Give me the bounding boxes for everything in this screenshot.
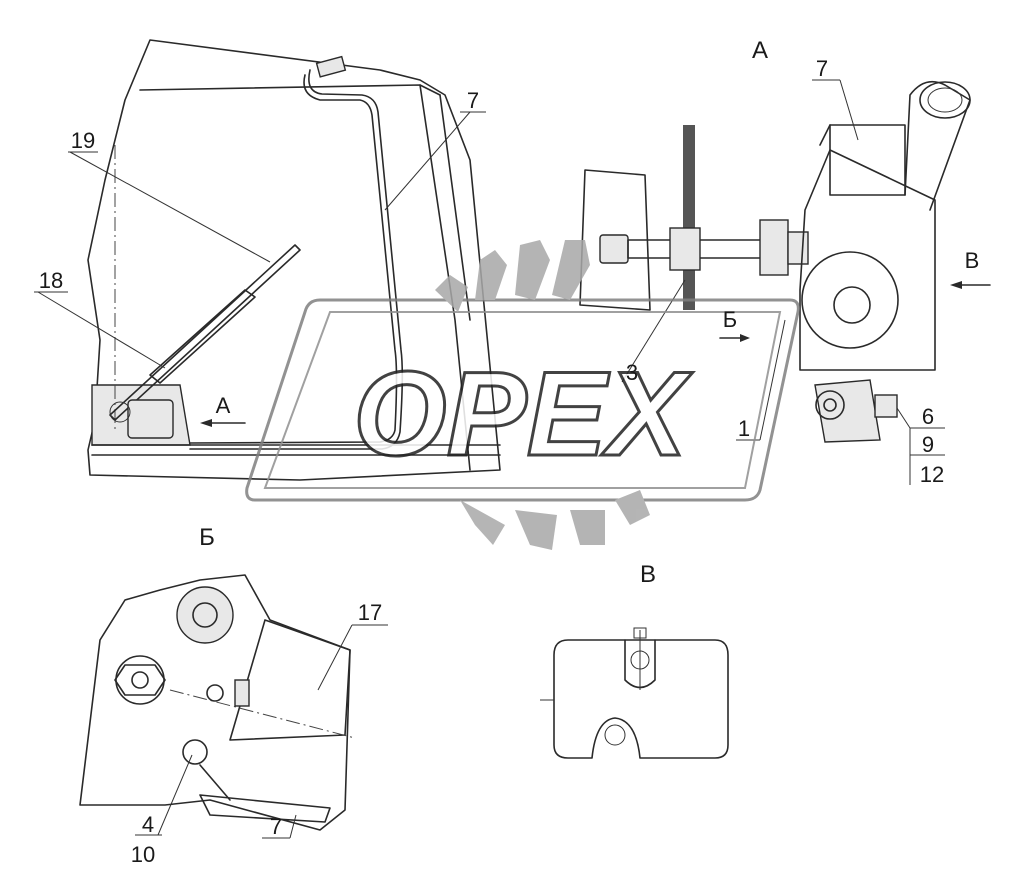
part-17-label: 17 (358, 600, 382, 625)
part-18-label: 18 (39, 268, 63, 293)
hatched-plate (683, 125, 695, 310)
view-v-title: В (640, 561, 656, 588)
view-b-title: Б (199, 524, 215, 551)
part-6-label: 6 (922, 404, 934, 429)
arrow-a-label: А (216, 393, 231, 418)
part-12-label: 12 (920, 462, 944, 487)
watermark-text: OPEX (353, 347, 693, 481)
arrow-b-label: Б (723, 307, 737, 332)
part-10-label: 10 (131, 842, 155, 867)
part-19-label: 19 (71, 128, 95, 153)
view-a-title: А (752, 37, 768, 64)
part-4-label: 4 (142, 812, 154, 837)
view-v-detail (540, 627, 729, 759)
part-1-label: 1 (738, 416, 750, 441)
part-9-label: 9 (922, 432, 934, 457)
view-b-detail (79, 574, 388, 839)
labels: А Б В А Б В 19 18 7 7 3 1 6 9 12 17 4 10… (39, 37, 980, 867)
view-a-detail (579, 79, 991, 485)
arrow-v-label: В (965, 248, 980, 273)
opex-watermark: OPEX (245, 240, 800, 550)
main-view (34, 39, 501, 481)
part-7-view-a-label: 7 (816, 56, 828, 81)
part-7-view-b-label: 7 (270, 814, 282, 839)
part-3-label: 3 (626, 360, 638, 385)
part-7-main-label: 7 (467, 88, 479, 113)
